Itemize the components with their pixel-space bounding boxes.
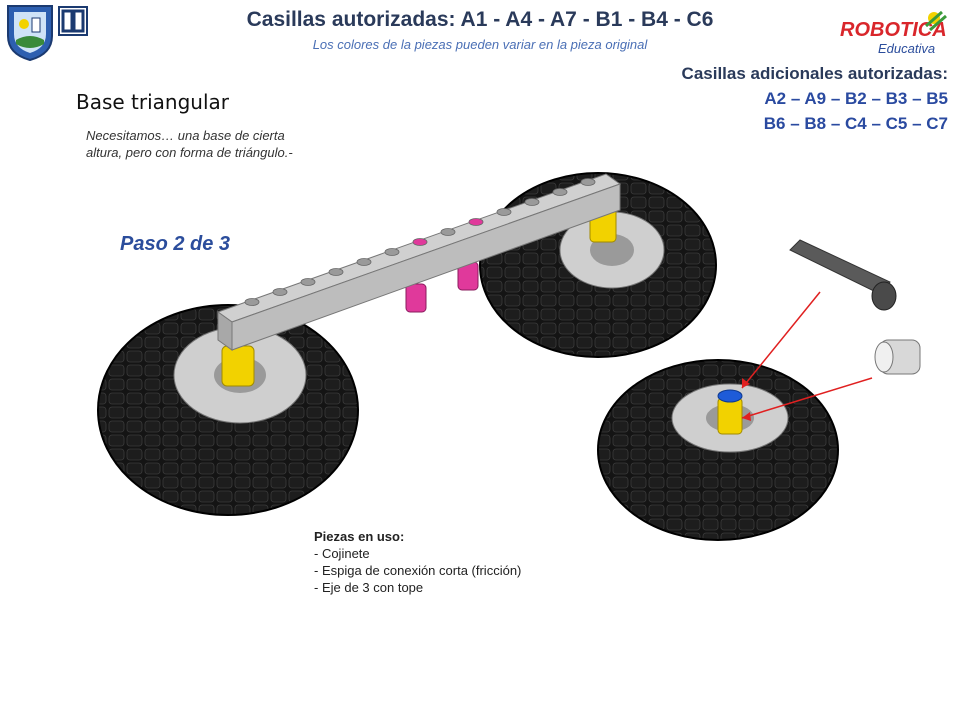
institution-logo-icon	[58, 6, 88, 36]
bush-part	[874, 339, 921, 375]
piece-item: - Eje de 3 con tope	[314, 580, 424, 595]
pin-magenta-1	[405, 283, 427, 313]
extra-squares-heading: Casillas adicionales autorizadas:	[681, 64, 948, 83]
arrow-axle	[741, 291, 821, 389]
logo-text: ROBOTICA	[840, 19, 947, 41]
axle-3-with-stop	[789, 239, 897, 311]
extra-squares-line-1: A2 – A9 – B2 – B3 – B5	[764, 89, 948, 108]
section-description: Necesitamos… una base de cierta altura, …	[86, 128, 293, 160]
robotica-educativa-logo: ROBOTICA Educativa	[840, 10, 947, 56]
school-crest-icon	[7, 5, 53, 62]
step-indicator: Paso 2 de 3	[120, 233, 231, 255]
bush-front-left	[221, 345, 255, 387]
wheel-front-right	[597, 359, 839, 541]
piece-item: - Cojinete	[314, 546, 370, 561]
pieces-heading: Piezas en uso:	[314, 529, 405, 544]
section-title: Base triangular	[76, 90, 230, 114]
pieces-in-use: Piezas en uso: - Cojinete - Espiga de co…	[314, 528, 521, 596]
extra-squares-line-2: B6 – B8 – C4 – C5 – C7	[763, 114, 948, 133]
arrow-bush	[741, 377, 873, 419]
bush-front-right	[717, 397, 743, 435]
page-subtitle: Los colores de la piezas pueden variar e…	[312, 37, 648, 52]
logo-subtext: Educativa	[878, 41, 935, 56]
technic-beam	[216, 173, 622, 351]
page-title: Casillas autorizadas: A1 - A4 - A7 - B1 …	[246, 8, 714, 31]
piece-item: - Espiga de conexión corta (fricción)	[314, 563, 522, 578]
axle-stopper-blue	[717, 389, 743, 403]
